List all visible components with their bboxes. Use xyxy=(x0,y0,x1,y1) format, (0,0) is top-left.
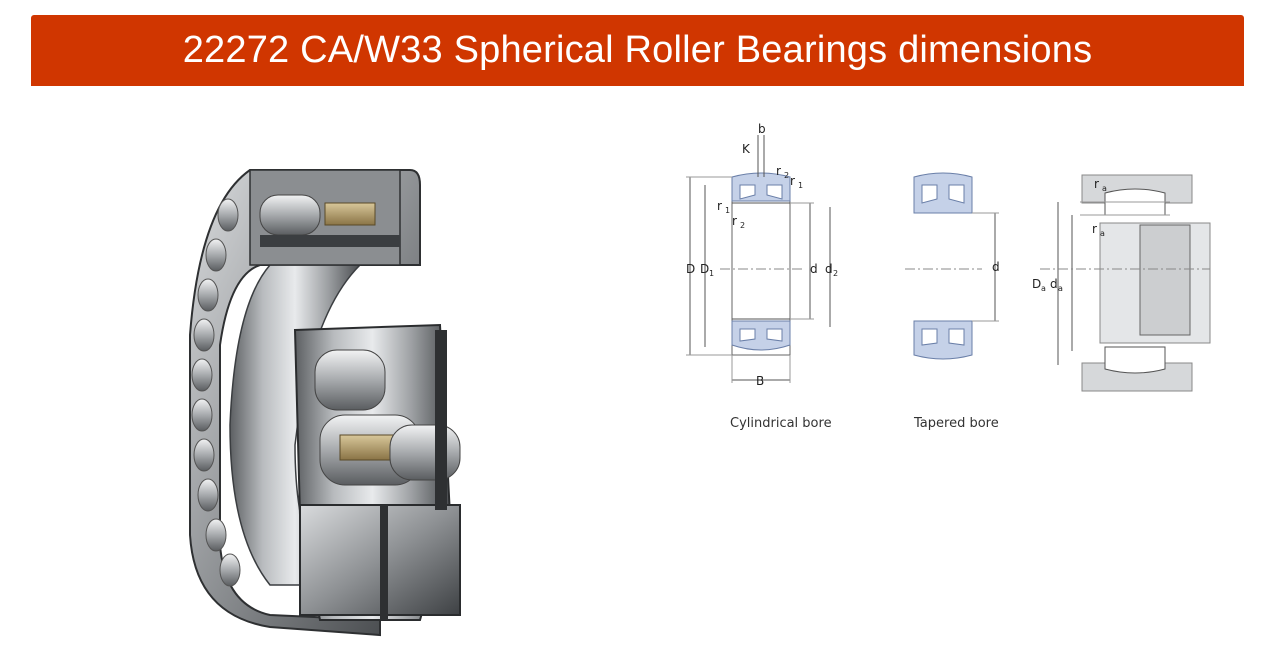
label-r1-left-sub: 1 xyxy=(725,206,730,215)
label-Da: D xyxy=(1032,277,1041,291)
title-banner: 22272 CA/W33 Spherical Roller Bearings d… xyxy=(31,15,1244,86)
label-r1-top: r xyxy=(790,174,795,188)
label-da: d xyxy=(1050,277,1058,291)
label-D: D xyxy=(686,262,695,276)
label-D1-sub: 1 xyxy=(709,269,714,278)
label-d: d xyxy=(810,262,818,276)
label-B: B xyxy=(756,374,764,388)
page-title: 22272 CA/W33 Spherical Roller Bearings d… xyxy=(182,29,1093,71)
label-r1-top-sub: 1 xyxy=(798,181,803,190)
label-ra-mid-sub: a xyxy=(1100,229,1105,238)
label-ra-top-sub: a xyxy=(1102,184,1107,193)
label-ra-mid: r xyxy=(1092,222,1097,236)
label-da-sub: a xyxy=(1058,284,1063,293)
tapered-bore-drawing xyxy=(905,172,999,360)
label-D1: D xyxy=(700,262,709,276)
label-Da-sub: a xyxy=(1041,284,1046,293)
label-r2-top: r xyxy=(776,164,781,178)
label-r2-left: r xyxy=(732,214,737,228)
label-ra-top: r xyxy=(1094,177,1099,191)
label-d2-sub: 2 xyxy=(833,269,838,278)
bearing-photo-icon xyxy=(189,169,461,637)
mounting-drawing xyxy=(1040,174,1211,392)
label-d2: d xyxy=(825,262,833,276)
caption-tapered-bore: Tapered bore xyxy=(913,416,999,431)
caption-cylindrical-bore: Cylindrical bore xyxy=(730,416,832,431)
cylindrical-bore-drawing xyxy=(686,135,831,383)
label-r2-left-sub: 2 xyxy=(740,221,745,230)
label-tapered-d: d xyxy=(992,260,1000,274)
label-r2-top-sub: 2 xyxy=(784,171,789,180)
dimension-drawings: b K r 2 r 1 r 1 r 2 D D 1 d d 2 B Cylind… xyxy=(686,122,1211,431)
label-r1-left: r xyxy=(717,199,722,213)
label-b: b xyxy=(758,122,766,136)
label-K: K xyxy=(742,142,751,156)
